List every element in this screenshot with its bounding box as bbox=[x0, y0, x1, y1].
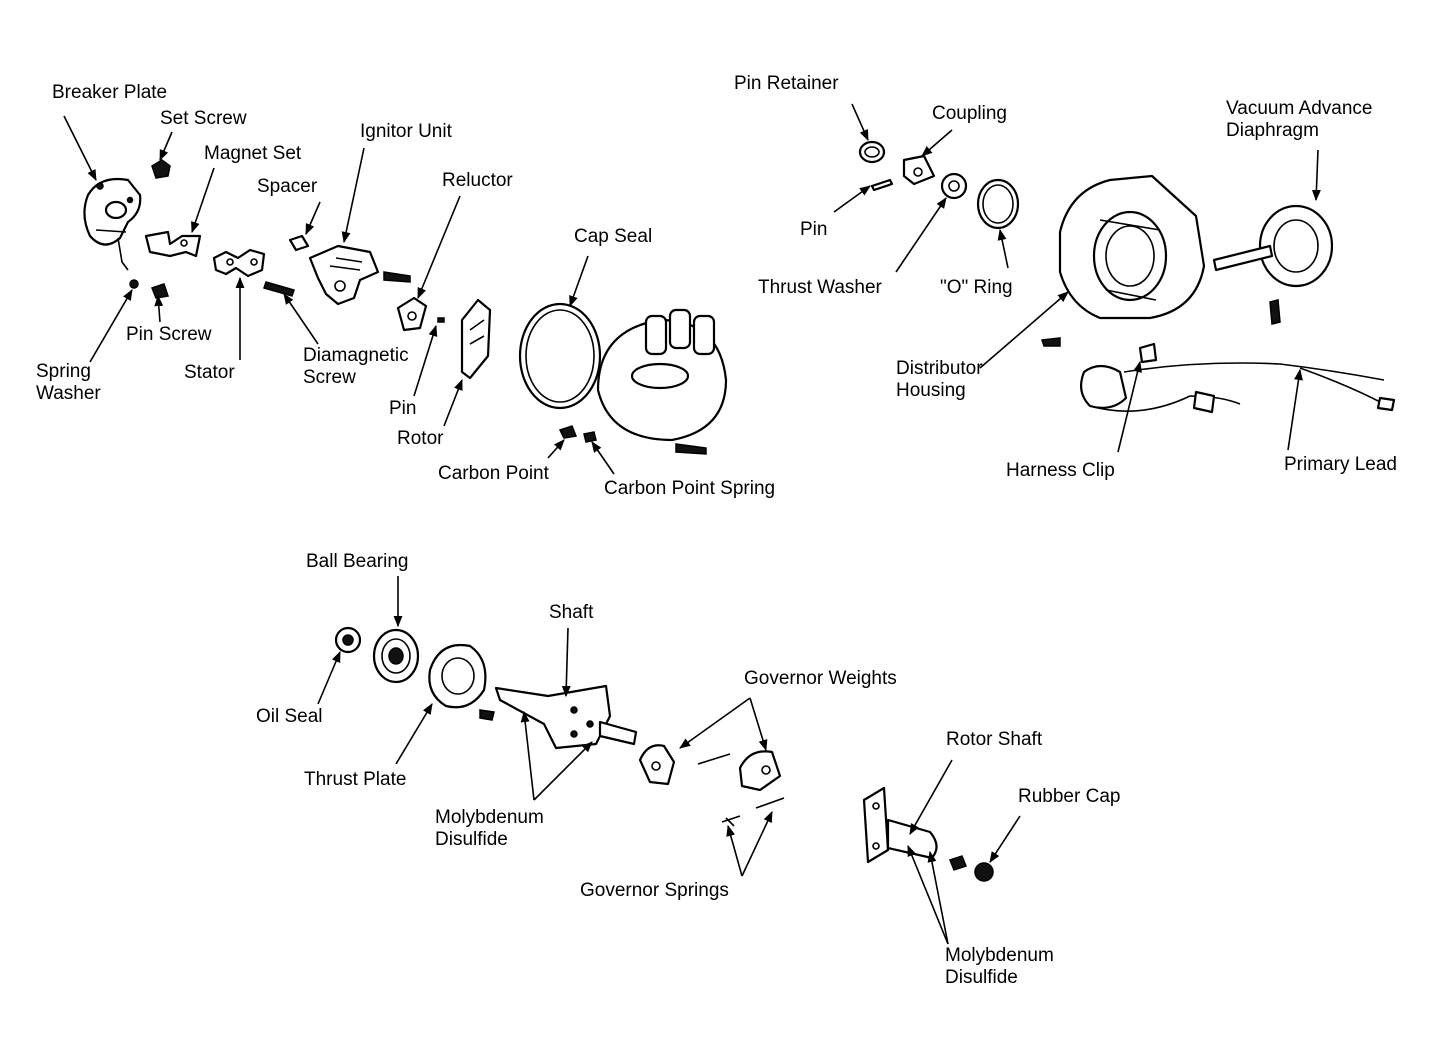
reluctor-part bbox=[396, 296, 445, 332]
small-screws bbox=[129, 279, 295, 299]
label-governor-springs: Governor Springs bbox=[580, 880, 729, 901]
label-shaft: Shaft bbox=[549, 602, 594, 623]
rotor-part bbox=[460, 298, 492, 380]
thrust-plate-part bbox=[428, 643, 495, 721]
label-carbon-point-spring: Carbon Point Spring bbox=[604, 478, 776, 499]
stator-part bbox=[212, 248, 266, 278]
rubber-cap-part bbox=[949, 855, 994, 882]
label-governor-weights: Governor Weights bbox=[744, 668, 897, 689]
label-set-screw: Set Screw bbox=[160, 108, 247, 129]
label-o-ring: "O" Ring bbox=[940, 277, 1013, 298]
oil-seal-part bbox=[334, 626, 362, 654]
label-pin-left: Pin bbox=[389, 398, 417, 419]
breaker-plate-part bbox=[83, 177, 142, 271]
governor-weights-part bbox=[638, 744, 782, 792]
label-stator: Stator bbox=[184, 362, 235, 383]
label-cap-seal: Cap Seal bbox=[574, 226, 653, 247]
label-oil-seal: Oil Seal bbox=[256, 706, 323, 727]
label-pin-right: Pin bbox=[800, 219, 828, 240]
label-rubber-cap: Rubber Cap bbox=[1018, 786, 1121, 807]
label-breaker-plate: Breaker Plate bbox=[52, 82, 168, 103]
ball-bearing-part bbox=[372, 628, 420, 684]
primary-lead-part bbox=[1079, 342, 1396, 414]
label-reluctor: Reluctor bbox=[442, 170, 513, 191]
label-ball-bearing: Ball Bearing bbox=[306, 551, 409, 572]
label-rotor: Rotor bbox=[397, 428, 444, 449]
distributor-cap-part bbox=[558, 308, 728, 455]
governor-springs-part bbox=[721, 797, 785, 827]
ignitor-unit-part bbox=[308, 244, 411, 306]
label-rotor-shaft: Rotor Shaft bbox=[946, 729, 1043, 750]
label-thrust-washer: Thrust Washer bbox=[758, 277, 882, 298]
label-thrust-plate: Thrust Plate bbox=[304, 769, 407, 790]
pin-retainer-part bbox=[858, 140, 886, 164]
pin-right-part bbox=[870, 178, 894, 192]
vacuum-advance-diaphragm-part bbox=[1212, 204, 1334, 325]
spacer-part bbox=[288, 234, 310, 252]
rotor-shaft-part bbox=[862, 786, 938, 864]
label-magnet-set: Magnet Set bbox=[204, 143, 302, 164]
label-primary-lead: Primary Lead bbox=[1284, 454, 1397, 475]
coupling-part bbox=[902, 154, 936, 186]
label-spacer: Spacer bbox=[257, 176, 318, 197]
label-pin-screw: Pin Screw bbox=[126, 324, 212, 345]
label-coupling: Coupling bbox=[932, 103, 1007, 124]
distributor-housing-part bbox=[1040, 174, 1206, 347]
set-screw-part bbox=[151, 159, 171, 179]
label-harness-clip: Harness Clip bbox=[1006, 460, 1115, 481]
label-ignitor-unit: Ignitor Unit bbox=[360, 121, 452, 142]
shaft-part bbox=[494, 684, 638, 750]
label-carbon-point: Carbon Point bbox=[438, 463, 549, 484]
magnet-set-part bbox=[144, 230, 202, 258]
cap-seal-part bbox=[518, 302, 602, 410]
label-pin-retainer: Pin Retainer bbox=[734, 73, 839, 94]
leader-lines bbox=[63, 103, 1321, 945]
o-ring-part bbox=[976, 178, 1020, 230]
thrust-washer-part bbox=[940, 172, 968, 200]
